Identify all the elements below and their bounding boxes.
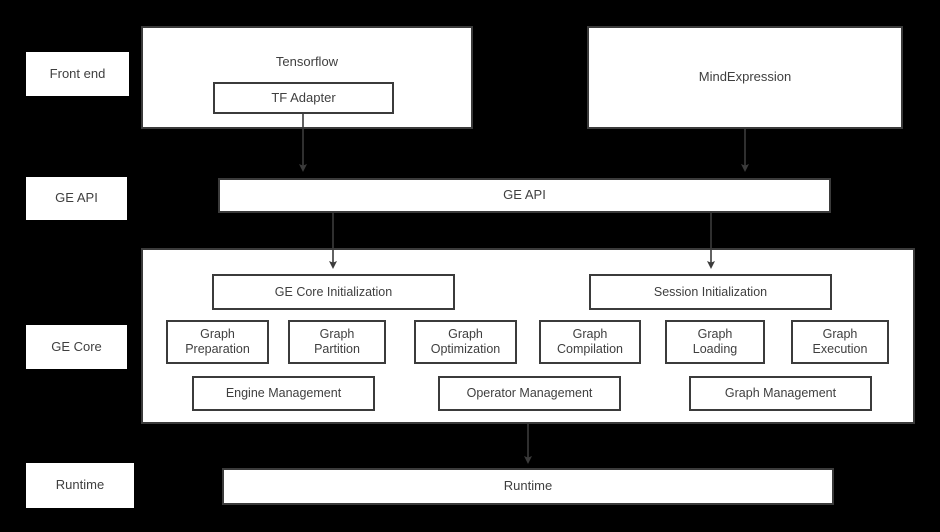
module-graph-execution[interactable]: Graph Execution bbox=[791, 320, 889, 364]
module-label: Graph Execution bbox=[812, 327, 868, 356]
stage-label-text: Front end bbox=[49, 65, 106, 81]
mindexpression-label: MindExpression bbox=[698, 69, 792, 85]
stage-label-text: GE API bbox=[55, 190, 98, 206]
ge-core-initialization-label: GE Core Initialization bbox=[274, 284, 393, 299]
ge-core-initialization-box[interactable]: GE Core Initialization bbox=[212, 274, 455, 310]
manager-label: Operator Management bbox=[466, 386, 593, 400]
tensorflow-label: Tensorflow bbox=[275, 54, 339, 69]
session-initialization-label: Session Initialization bbox=[653, 284, 768, 299]
manager-label: Engine Management bbox=[225, 386, 342, 400]
module-label: Graph Partition bbox=[314, 327, 360, 356]
ge-api-label: GE API bbox=[503, 187, 546, 203]
stage-label-front-end: Front end bbox=[26, 52, 129, 96]
module-graph-compilation[interactable]: Graph Compilation bbox=[539, 320, 641, 364]
manager-engine-management[interactable]: Engine Management bbox=[192, 376, 375, 411]
module-label: Graph Compilation bbox=[556, 327, 623, 356]
module-graph-preparation[interactable]: Graph Preparation bbox=[166, 320, 269, 364]
module-graph-loading[interactable]: Graph Loading bbox=[665, 320, 765, 364]
module-graph-partition[interactable]: Graph Partition bbox=[288, 320, 386, 364]
manager-operator-management[interactable]: Operator Management bbox=[438, 376, 621, 411]
stage-label-runtime: Runtime bbox=[26, 463, 134, 508]
stage-label-ge-core: GE Core bbox=[26, 325, 127, 369]
tf-adapter-label: TF Adapter bbox=[271, 89, 336, 105]
tf-adapter-box[interactable]: TF Adapter bbox=[213, 82, 394, 114]
stage-label-ge-api: GE API bbox=[26, 177, 127, 220]
module-graph-optimization[interactable]: Graph Optimization bbox=[414, 320, 517, 364]
manager-graph-management[interactable]: Graph Management bbox=[689, 376, 872, 411]
session-initialization-box[interactable]: Session Initialization bbox=[589, 274, 832, 310]
manager-label: Graph Management bbox=[724, 386, 837, 400]
ge-api-box[interactable]: GE API bbox=[218, 178, 831, 213]
module-label: Graph Optimization bbox=[430, 327, 501, 356]
mindexpression-container[interactable]: MindExpression bbox=[587, 26, 903, 129]
runtime-label: Runtime bbox=[503, 478, 553, 494]
module-label: Graph Preparation bbox=[185, 327, 250, 356]
stage-label-text: GE Core bbox=[51, 338, 102, 354]
runtime-box[interactable]: Runtime bbox=[222, 468, 834, 505]
stage-label-text: Runtime bbox=[55, 477, 105, 493]
module-label: Graph Loading bbox=[692, 327, 738, 356]
